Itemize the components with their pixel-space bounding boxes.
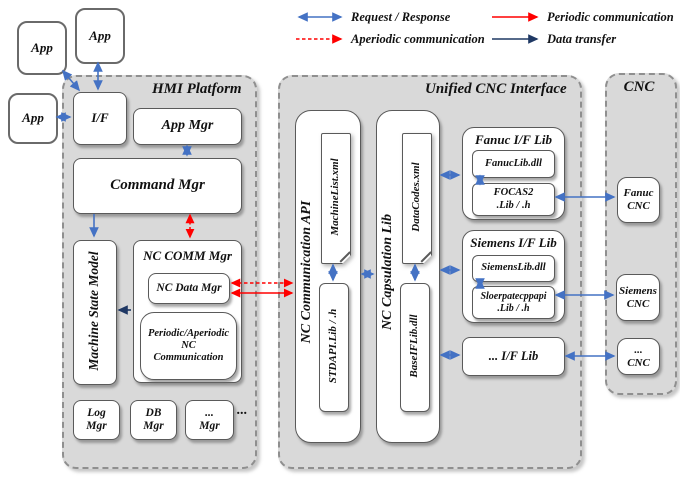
- app-node-topleft: App: [17, 21, 67, 75]
- stdapi-lib-node: [319, 283, 349, 412]
- cnc-title: CNC: [623, 79, 655, 95]
- nc-data-mgr-node: NC Data Mgr: [148, 273, 230, 304]
- etc-iflib-node: ... I/F Lib: [462, 337, 565, 376]
- unified-cnc-interface-title: Unified CNC Interface: [425, 81, 567, 97]
- periodic-arrow-icon: [492, 12, 539, 22]
- baseiflib-dll-node: [400, 283, 430, 412]
- datacodes-xml-file: [402, 133, 430, 262]
- legend-label: Periodic communication: [547, 9, 674, 24]
- legend-label: Request / Response: [351, 9, 451, 24]
- if-node: I/F: [73, 92, 127, 145]
- log-mgr-node: Log Mgr: [73, 400, 120, 440]
- legend-periodic: Periodic communication: [490, 10, 680, 25]
- db-mgr-node: DB Mgr: [130, 400, 177, 440]
- etc-cnc-node: ... CNC: [617, 338, 660, 375]
- fanuclib-dll-node: FanucLib.dll: [472, 150, 555, 178]
- more-managers-ellipsis: ...: [237, 403, 248, 418]
- nc-communication-api-label: NC Communication API: [299, 200, 314, 344]
- focas2-lib-node: FOCAS2 .Lib / .h: [472, 183, 555, 216]
- cnc-container: [605, 73, 677, 395]
- machine-state-model-label: Machine State Model: [86, 251, 101, 371]
- aperiodic-arrow-icon: [296, 34, 343, 44]
- legend-label: Data transfer: [547, 31, 617, 46]
- app-node-top: App: [75, 8, 125, 64]
- fanuc-cnc-node: Fanuc CNC: [617, 177, 660, 223]
- legend: Request / Response Periodic communicatio…: [294, 6, 680, 50]
- stdapi-lib-label: STDAPI.Lib / .h: [327, 308, 339, 384]
- machinelist-xml-file: [321, 133, 349, 262]
- legend-aperiodic: Aperiodic communication: [294, 32, 490, 47]
- app-node-left: App: [8, 93, 58, 144]
- sloerpatecppapi-lib-node: Sloerpatecppapi .Lib / .h: [472, 286, 555, 319]
- periodic-aperiodic-nc-communication-node: Periodic/Aperiodic NC Communication: [140, 312, 237, 380]
- legend-label: Aperiodic communication: [351, 31, 485, 46]
- hmi-platform-title: HMI Platform: [152, 81, 242, 97]
- legend-data-transfer: Data transfer: [490, 32, 680, 47]
- etc-mgr-node: ... Mgr: [185, 400, 234, 440]
- siemens-cnc-node: Siemens CNC: [616, 274, 660, 321]
- nc-capsulation-lib-label: NC Capsulation Lib: [380, 214, 395, 330]
- siemenslib-dll-node: SiemensLib.dll: [472, 255, 555, 282]
- baseiflib-dll-label: BaseIFLib.dll: [408, 314, 420, 378]
- app-mgr-node: App Mgr: [133, 108, 242, 145]
- command-mgr-node: Command Mgr: [73, 158, 242, 214]
- data-transfer-arrow-icon: [492, 34, 539, 44]
- request-response-arrow-icon: [297, 12, 343, 22]
- machine-state-model-node: [73, 240, 117, 385]
- legend-request-response: Request / Response: [294, 10, 490, 25]
